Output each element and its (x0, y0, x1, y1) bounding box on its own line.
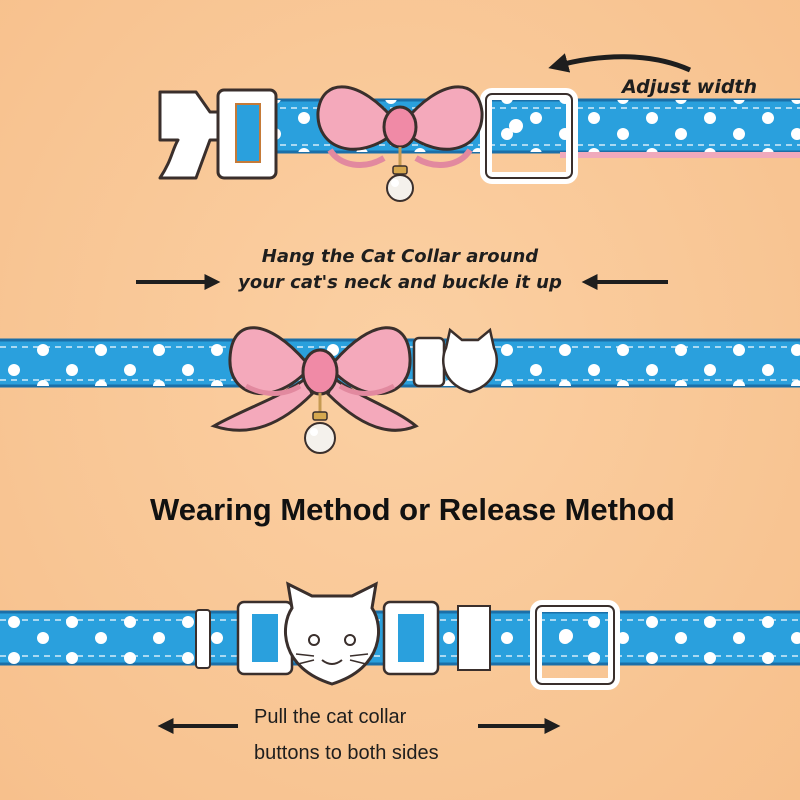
collar-bottom (0, 581, 800, 690)
hang-collar-caption-line2: your cat's neck and buckle it up (238, 272, 562, 293)
collar-bottom-keeper-loop (457, 605, 491, 671)
collar-top (158, 85, 800, 202)
collar-middle-cat-face-buckle-icon (412, 327, 498, 394)
collar-middle-bow-icon (210, 326, 419, 432)
collar-top-square-buckle (480, 88, 578, 184)
adjust-width-caption: Adjust width (622, 76, 758, 98)
method-title: Wearing Method or Release Method (150, 492, 675, 527)
adjust-curved-arrow-icon (548, 53, 692, 73)
hang-collar-caption-line1: Hang the Cat Collar around (261, 246, 539, 267)
collar-top-pearl-charm-icon (386, 147, 414, 202)
collar-middle-pearl-charm-icon (304, 393, 336, 454)
collar-bottom-cat-face-buckle-icon (284, 581, 380, 686)
collar-top-bow-icon (316, 85, 484, 168)
collar-middle (0, 326, 800, 454)
pull-buttons-caption-line1: Pull the cat collar (254, 706, 407, 728)
pull-buttons-caption-line2: buttons to both sides (254, 742, 439, 764)
collar-bottom-left-buckle (195, 600, 294, 676)
collar-bottom-right-buckle (382, 600, 440, 676)
collar-bottom-square-buckle-icon (530, 600, 620, 690)
collar-top-side-release-buckle (158, 88, 278, 180)
